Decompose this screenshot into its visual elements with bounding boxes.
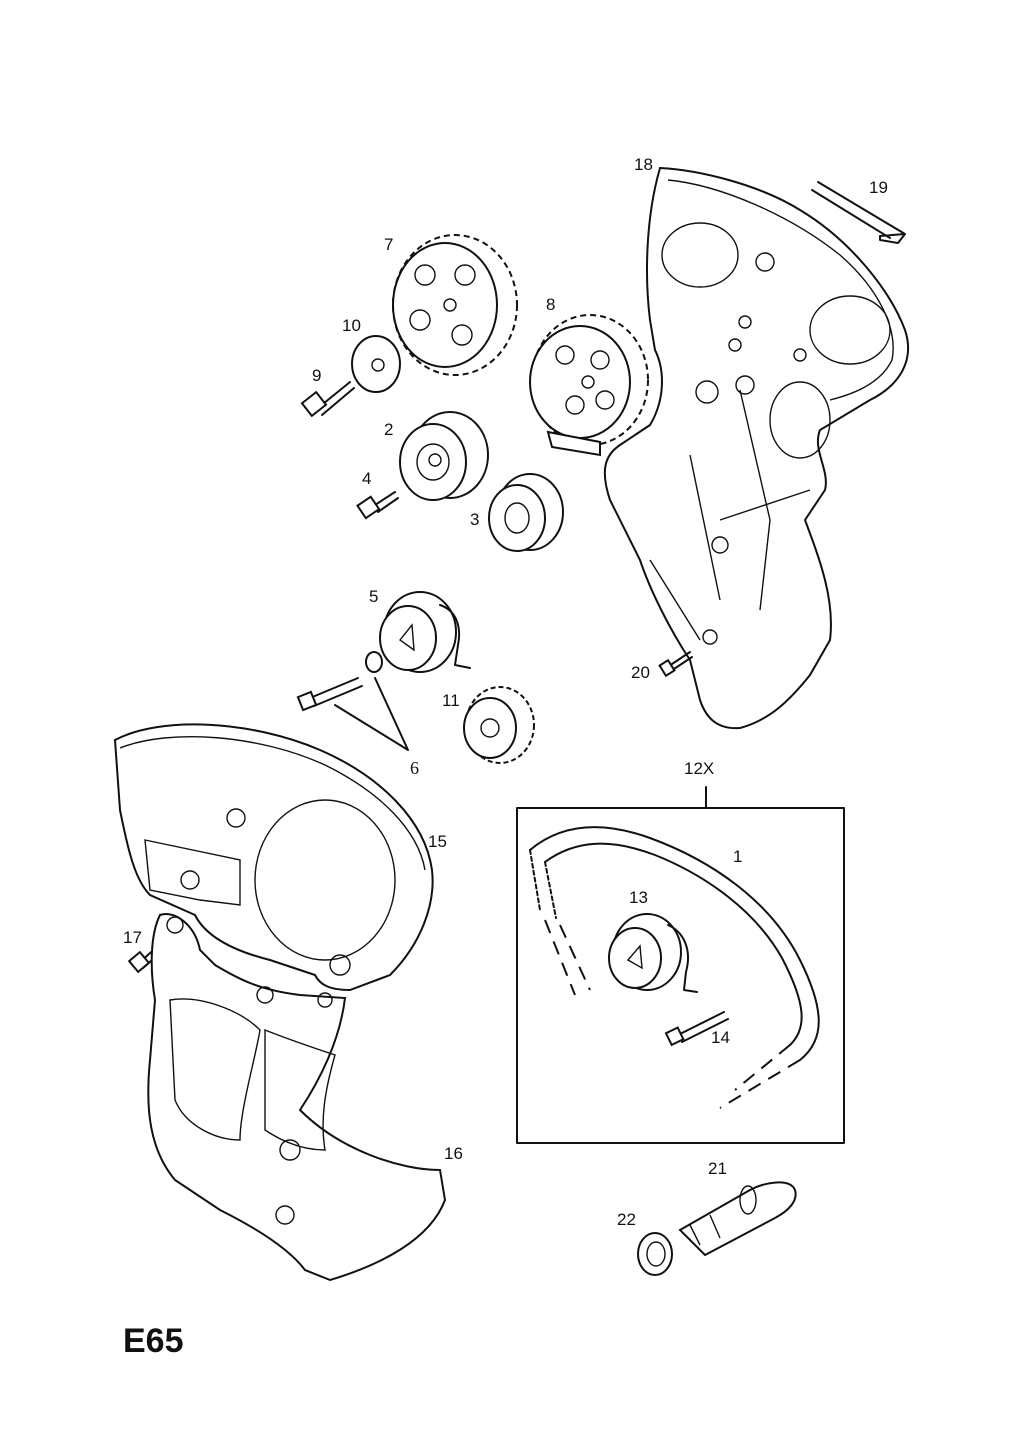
callout-6: 6	[410, 758, 419, 778]
callout-4: 4	[362, 469, 372, 488]
callout-18: 18	[634, 155, 653, 174]
callout-16: 16	[444, 1144, 463, 1163]
callout-19: 19	[869, 178, 888, 197]
crankshaft-sprocket-11	[463, 686, 535, 764]
callout-13: 13	[629, 888, 648, 907]
camshaft-sprocket-8	[529, 314, 649, 457]
front-timing-cover-lower	[147, 913, 447, 1282]
front-timing-cover-upper	[113, 723, 434, 992]
bolt-14	[664, 1011, 729, 1047]
callout-21: 21	[708, 1159, 727, 1178]
callout-17: 17	[123, 928, 142, 947]
sensor-21	[678, 1181, 797, 1257]
callout-3: 3	[470, 510, 480, 529]
callout-2: 2	[384, 420, 394, 439]
page-code: E65	[123, 1322, 184, 1360]
callout-12x: 12X	[684, 759, 715, 778]
bolt-9	[300, 381, 355, 418]
belt-kit-frame	[516, 786, 845, 1144]
bolt-and-washer-6	[296, 651, 409, 751]
callout-20: 20	[631, 663, 650, 682]
rear-timing-cover	[603, 166, 910, 730]
timing-belt-1	[529, 826, 820, 1109]
bolt-4	[356, 491, 399, 520]
washer-10	[351, 335, 401, 393]
callout-9: 9	[312, 366, 322, 385]
callout-1: 1	[733, 847, 743, 866]
tensioner-13	[608, 913, 698, 993]
callout-15: 15	[428, 832, 447, 851]
tensioner-5	[379, 591, 471, 673]
callout-14: 14	[711, 1028, 730, 1047]
seal-strip	[811, 181, 906, 244]
seal-ring-22	[637, 1232, 673, 1276]
callout-10: 10	[342, 316, 361, 335]
pulley-3	[488, 473, 564, 552]
camshaft-sprocket-7	[392, 234, 518, 376]
callout-7: 7	[384, 235, 394, 254]
screw-20	[658, 651, 693, 678]
callout-5: 5	[369, 587, 379, 606]
idler-pulley-2	[399, 411, 489, 501]
callout-8: 8	[546, 295, 556, 314]
callout-11: 11	[442, 691, 460, 710]
callout-22: 22	[617, 1210, 636, 1229]
